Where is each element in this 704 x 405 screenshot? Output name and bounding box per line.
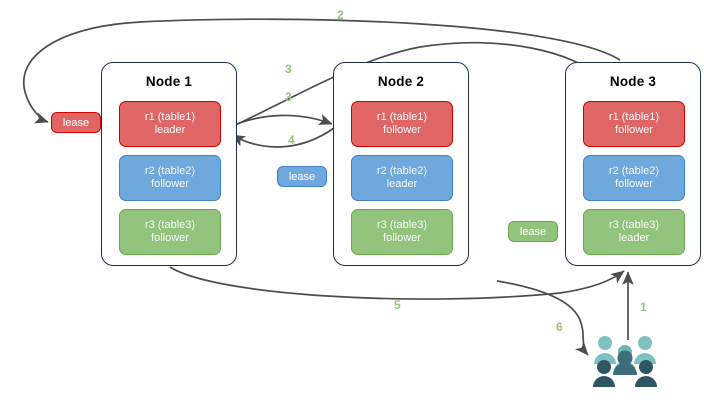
replica-r1-node2: r1 (table1) follower — [351, 101, 453, 147]
step-label-5: 5 — [394, 298, 401, 312]
replica-r2-node1: r2 (table2) follower — [119, 155, 221, 201]
step-label-3-upper: 3 — [285, 62, 292, 76]
replica-role: follower — [151, 178, 189, 190]
node-container-1: Node 1 r1 (table1) leader r2 (table2) fo… — [101, 62, 237, 266]
lease-label: lease — [288, 170, 316, 183]
replica-name: r2 (table2) — [144, 164, 196, 177]
replica-name: r3 (table3) — [608, 218, 660, 231]
replica-r2-node3: r2 (table2) follower — [583, 155, 685, 201]
replica-role: follower — [151, 232, 189, 244]
replica-r1-node3: r1 (table1) follower — [583, 101, 685, 147]
lease-label: lease — [62, 116, 90, 129]
replica-role: leader — [618, 232, 650, 244]
edge-step-5 — [169, 266, 625, 300]
replica-r3-node2: r3 (table3) follower — [351, 209, 453, 255]
replica-r2-node2: r2 (table2) leader — [351, 155, 453, 201]
replica-name: r1 (table1) — [144, 110, 196, 123]
replica-name: r1 (table1) — [608, 110, 660, 123]
replica-role: follower — [383, 124, 421, 136]
replica-name: r3 (table3) — [144, 218, 196, 231]
replica-r3-node1: r3 (table3) follower — [119, 209, 221, 255]
replica-role: leader — [386, 178, 418, 190]
edge-step-3-node1-to-node2 — [226, 114, 333, 129]
replica-r1-node1: r1 (table1) leader — [119, 101, 221, 147]
replica-r3-node3: r3 (table3) leader — [583, 209, 685, 255]
lease-badge-node1: lease — [51, 112, 101, 133]
replica-role: follower — [615, 178, 653, 190]
edge-step-4-node2-to-node1 — [231, 127, 335, 148]
replica-name: r2 (table2) — [608, 164, 660, 177]
node-title: Node 1 — [145, 74, 193, 89]
step-label-2: 2 — [337, 8, 344, 22]
lease-badge-node2: lease — [277, 166, 327, 187]
node-title: Node 2 — [377, 74, 425, 89]
replica-role: follower — [383, 232, 421, 244]
replica-role: leader — [154, 124, 186, 136]
node-container-3: Node 3 r1 (table1) follower r2 (table2) … — [565, 62, 701, 266]
node-title: Node 3 — [609, 74, 657, 89]
step-label-4: 4 — [288, 133, 295, 147]
replica-name: r3 (table3) — [376, 218, 428, 231]
replica-name: r1 (table1) — [376, 110, 428, 123]
replica-role: follower — [615, 124, 653, 136]
users-group-icon — [593, 336, 657, 387]
node-container-2: Node 2 r1 (table1) follower r2 (table2) … — [333, 62, 469, 266]
lease-label: lease — [519, 225, 547, 238]
lease-badge-node3: lease — [508, 221, 558, 242]
step-label-6: 6 — [556, 320, 563, 334]
step-label-1: 1 — [640, 300, 647, 314]
edge-step-6 — [496, 280, 589, 356]
step-label-3-lower: 3 — [285, 90, 292, 104]
replica-name: r2 (table2) — [376, 164, 428, 177]
